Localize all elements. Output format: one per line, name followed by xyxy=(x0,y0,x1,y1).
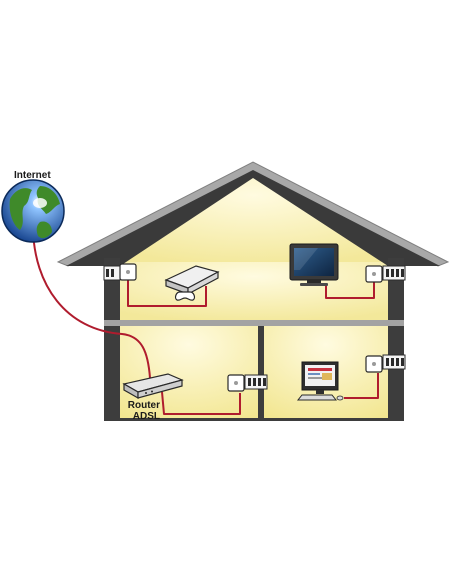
adapter-lower-left xyxy=(227,374,268,392)
internet-cable xyxy=(32,227,151,379)
right-wall xyxy=(388,258,404,420)
tv-icon xyxy=(289,243,339,286)
upper-floor-room xyxy=(120,262,388,320)
left-wall xyxy=(104,258,120,420)
internet-label: Internet xyxy=(14,170,51,181)
lower-left-room xyxy=(120,326,258,420)
router-to-adapter-cable xyxy=(161,391,241,415)
cables xyxy=(32,227,379,415)
desktop-computer-icon xyxy=(296,361,344,401)
router-icon xyxy=(122,373,184,400)
floor-slab xyxy=(104,320,404,326)
house xyxy=(56,161,450,421)
adapter-upper-left xyxy=(103,263,137,281)
tv-to-adapter-cable xyxy=(325,280,375,299)
ground xyxy=(104,418,404,421)
adapter-upper-right xyxy=(365,265,406,283)
console-to-adapter-cable xyxy=(127,278,207,307)
router-label: Router ADSL xyxy=(124,400,160,422)
pc-to-adapter-cable xyxy=(344,373,379,399)
game-console-icon xyxy=(164,265,220,301)
gamepad-icon xyxy=(174,291,196,301)
router-label-line2: ADSL xyxy=(132,411,160,422)
attic-room xyxy=(120,173,388,262)
router-label-line1: Router xyxy=(127,400,160,411)
adapter-lower-right xyxy=(365,354,406,373)
globe-icon xyxy=(1,179,65,243)
middle-wall xyxy=(258,326,264,420)
